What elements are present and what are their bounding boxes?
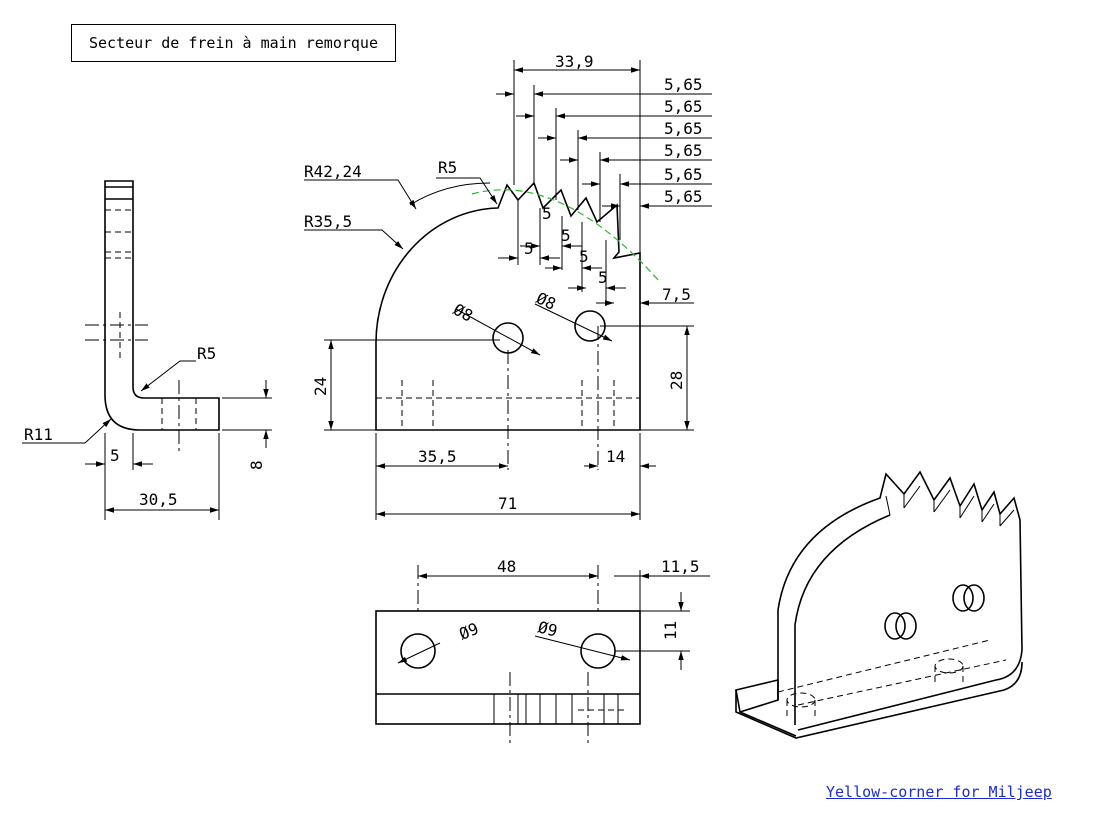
front-r-tip-label: R5: [438, 158, 457, 177]
hole-y-dim: 11: [661, 621, 680, 640]
tooth-pitch-dim-3: 5,65: [664, 119, 703, 138]
tooth-depth-dim-1: 5: [542, 204, 552, 223]
hole-left-dia: Ø8: [450, 300, 476, 326]
iso-back-plate: [777, 470, 1023, 731]
front-r-tooth-label: R42,24: [304, 162, 362, 181]
top-hole-left-dia: Ø9: [456, 619, 481, 644]
tooth-pitch-dim-2: 5,65: [664, 97, 703, 116]
top-hole-right-dia: Ø9: [536, 617, 559, 640]
side-thickness-dim: 5: [110, 446, 120, 465]
side-view: [22, 180, 272, 520]
front-r-arc-label: R35,5: [304, 212, 352, 231]
height-left-dim: 24: [311, 377, 330, 396]
offset-dim: 7,5: [662, 285, 691, 304]
pitch-circle: [471, 189, 661, 283]
hole-right-edge-dim: 14: [606, 447, 625, 466]
side-height-dim: 8: [247, 460, 266, 470]
isometric-view: [735, 470, 1023, 739]
hole-right-dia: Ø8: [533, 288, 558, 313]
top-hole-left: [400, 633, 436, 669]
hole-x-dim: 35,5: [418, 447, 457, 466]
credit-link[interactable]: Yellow-corner for Miljeep: [826, 783, 1052, 801]
tooth-pitch-dim-4: 5,65: [664, 141, 703, 160]
side-length-dim: 30,5: [139, 490, 178, 509]
width-dim: 71: [498, 494, 517, 513]
front-view: [304, 60, 712, 520]
top-view: [375, 565, 710, 744]
iso-base: [735, 678, 779, 714]
tooth-depth-dim-4: 5: [579, 247, 589, 266]
height-right-dim: 28: [667, 371, 686, 390]
side-view-outline: [104, 180, 220, 431]
tooth-pitch-dim-6: 5,65: [664, 187, 703, 206]
top-hole-right: [580, 633, 616, 669]
hole-spacing-dim: 48: [497, 557, 516, 576]
drawing-title: Secteur de frein à main remorque: [71, 24, 396, 62]
tooth-depth-dim-3: 5: [524, 239, 534, 258]
front-view-outline: [375, 181, 641, 431]
hole-edge-dim: 11,5: [661, 557, 700, 576]
teeth-span-dim: 33,9: [555, 52, 594, 71]
top-view-outline: [375, 610, 641, 725]
side-r-outer-label: R11: [24, 425, 53, 444]
side-r-inner-label: R5: [197, 344, 216, 363]
tooth-pitch-dim-5: 5,65: [664, 165, 703, 184]
tooth-depth-dim-5: 5: [598, 268, 608, 287]
tooth-pitch-dim-1: 5,65: [664, 75, 703, 94]
tooth-depth-dim-2: 5: [561, 226, 571, 245]
